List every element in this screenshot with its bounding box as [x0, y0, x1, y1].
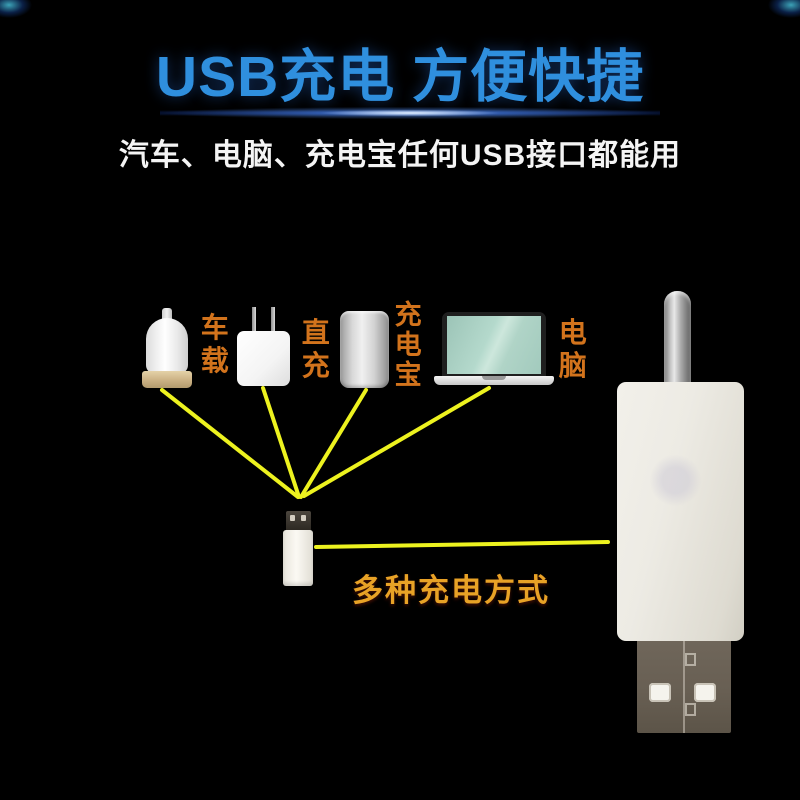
line-bank-to-dongle [299, 388, 368, 499]
laptop-notch [482, 376, 506, 380]
usb-dongle-body [283, 530, 313, 586]
laptop-panel [447, 316, 541, 374]
power-bank-icon [340, 311, 389, 388]
car-charger-body [146, 318, 188, 374]
label-power-bank: 充电宝 [394, 300, 422, 390]
caption-multi-charge: 多种充电方式 [352, 573, 550, 608]
page-subtitle: 汽车、电脑、充电宝任何USB接口都能用 [118, 139, 682, 172]
page-title: USB充电 方便快捷 [155, 45, 645, 109]
line-wall-to-dongle [261, 386, 301, 499]
product-metal-rod [664, 291, 691, 387]
line-dongle-to-product [314, 540, 610, 549]
product-usb-connector [637, 641, 731, 733]
line-car-to-dongle [160, 388, 300, 499]
usb-dongle-hole [301, 515, 306, 521]
usb-dongle-hole [290, 515, 295, 521]
wall-charger-body [237, 331, 290, 386]
usb-connector-notch [685, 653, 696, 666]
label-car-charger: 车载 [200, 312, 229, 377]
car-charger-tip [162, 308, 172, 321]
laptop-screen [442, 312, 546, 376]
line-laptop-to-dongle [302, 386, 491, 498]
usb-connector-notch [685, 703, 696, 716]
label-laptop: 电脑 [558, 317, 587, 382]
product-body [617, 382, 744, 641]
laptop-base [434, 376, 554, 385]
label-wall-charger: 直充 [301, 317, 330, 382]
wall-charger-prong [271, 307, 275, 333]
usb-connector-seam [683, 641, 685, 733]
car-charger-gold-base [142, 371, 192, 388]
usb-connector-hole [694, 683, 716, 702]
usb-dongle-plug [286, 511, 311, 530]
wall-charger-prong [252, 307, 256, 333]
usb-connector-hole [649, 683, 671, 702]
lens-flare-streak [160, 101, 660, 125]
